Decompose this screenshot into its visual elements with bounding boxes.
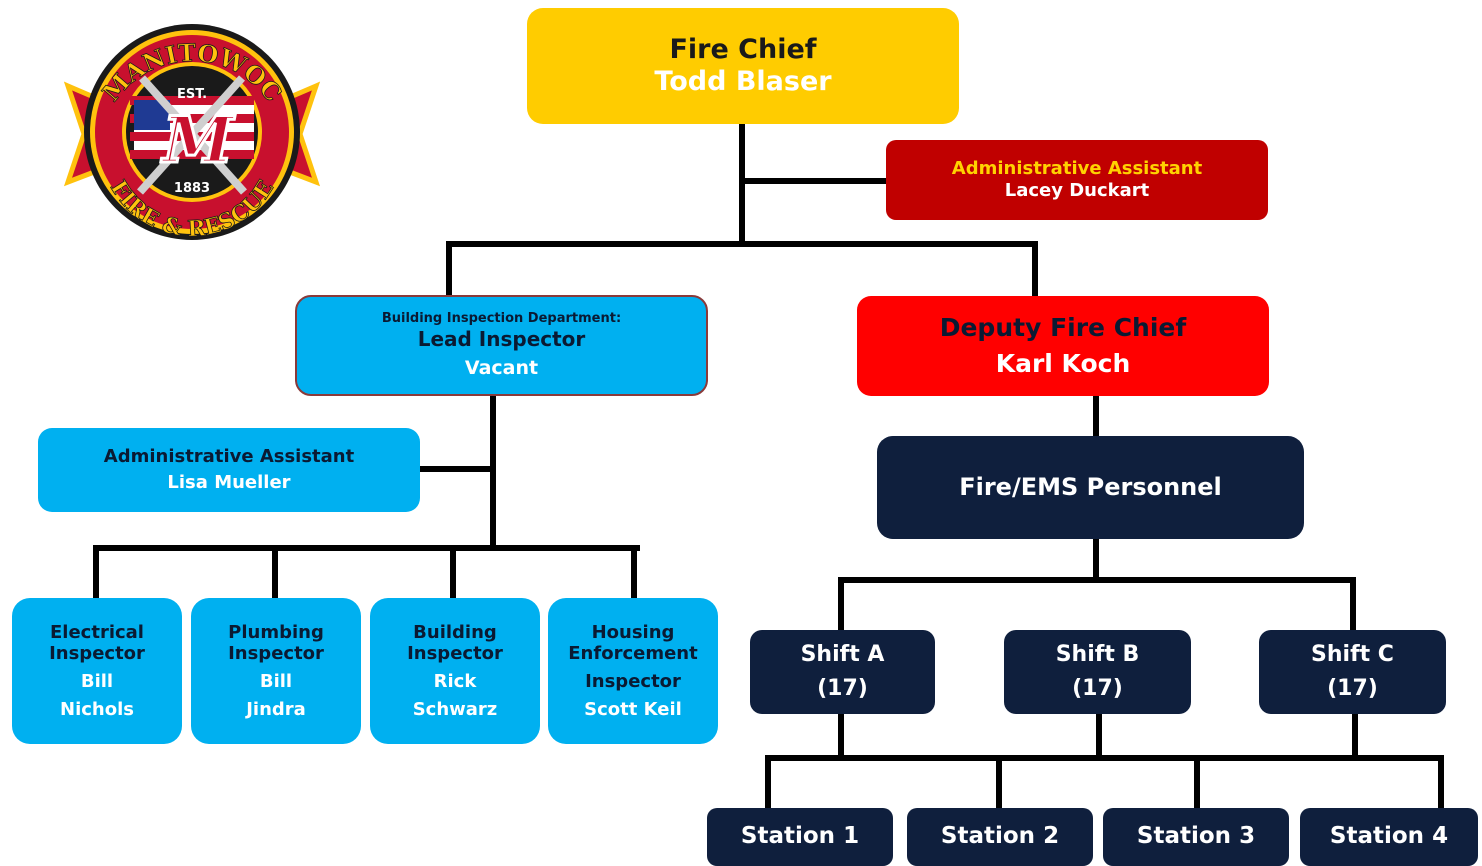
station-2-box: Station 2 xyxy=(907,808,1093,866)
connector xyxy=(739,124,745,244)
plumbing-inspector-box: Plumbing Inspector Bill Jindra xyxy=(191,598,361,744)
building-admin-name: Lisa Mueller xyxy=(167,472,291,493)
connector xyxy=(93,545,99,599)
chief-admin-assistant-box: Administrative Assistant Lacey Duckart xyxy=(886,140,1268,220)
fire-chief-title: Fire Chief xyxy=(669,33,817,65)
building-inspector-box: Building Inspector Rick Schwarz xyxy=(370,598,540,744)
connector xyxy=(446,241,452,296)
connector xyxy=(631,545,637,599)
connector xyxy=(420,466,494,472)
deputy-fire-chief-box: Deputy Fire Chief Karl Koch xyxy=(857,296,1269,396)
station-label: Station 3 xyxy=(1136,823,1256,850)
connector xyxy=(450,545,456,599)
inspector-title-line: Inspector xyxy=(585,671,681,692)
fire-chief-name: Todd Blaser xyxy=(654,66,832,97)
inspector-name-line: Bill xyxy=(80,671,114,692)
connector xyxy=(996,755,1002,809)
connector xyxy=(1352,714,1358,758)
connector xyxy=(838,577,844,631)
shift-a-box: Shift A (17) xyxy=(750,630,935,714)
deputy-name: Karl Koch xyxy=(995,349,1131,378)
shift-count: (17) xyxy=(1072,676,1123,701)
connector xyxy=(1350,577,1356,631)
shift-name: Shift B xyxy=(1055,641,1140,667)
station-3-box: Station 3 xyxy=(1103,808,1289,866)
inspector-name-line: Jindra xyxy=(246,698,306,720)
shift-c-box: Shift C (17) xyxy=(1259,630,1446,714)
electrical-inspector-box: Electrical Inspector Bill Nichols xyxy=(12,598,182,744)
personnel-title: Fire/EMS Personnel xyxy=(959,473,1222,502)
connector xyxy=(742,178,886,184)
lead-inspector-box: Building Inspection Department: Lead Ins… xyxy=(295,295,708,396)
connector xyxy=(765,755,1444,761)
inspector-name-line: Schwarz xyxy=(412,698,498,720)
shift-b-box: Shift B (17) xyxy=(1004,630,1191,714)
connector xyxy=(1093,396,1099,437)
inspector-name-line: Rick xyxy=(433,671,477,692)
inspector-title-line: Housing xyxy=(591,621,675,643)
station-label: Station 4 xyxy=(1329,823,1449,850)
building-admin-title: Administrative Assistant xyxy=(103,446,355,468)
inspector-title-line: Plumbing xyxy=(228,621,324,643)
station-label: Station 1 xyxy=(740,823,860,850)
connector xyxy=(1438,755,1444,809)
inspector-title-line: Enforcement xyxy=(568,643,698,665)
logo-year: 1883 xyxy=(174,181,210,196)
connector xyxy=(490,396,496,548)
inspector-title-line: Inspector xyxy=(228,643,324,665)
connector xyxy=(838,577,1356,583)
logo-est: EST. xyxy=(177,87,207,102)
fire-chief-box: Fire Chief Todd Blaser xyxy=(527,8,959,124)
lead-inspector-title: Lead Inspector xyxy=(417,326,586,351)
station-label: Station 2 xyxy=(940,823,1060,850)
station-4-box: Station 4 xyxy=(1300,808,1478,866)
building-dept-label: Building Inspection Department: xyxy=(381,311,622,327)
inspector-name-line: Nichols xyxy=(60,698,134,720)
fire-ems-personnel-box: Fire/EMS Personnel xyxy=(877,436,1304,539)
shift-count: (17) xyxy=(817,676,868,701)
connector xyxy=(1093,539,1099,581)
manitowoc-fire-rescue-logo: MANITOWOC FIRE & RESCUE EST. M 1883 xyxy=(63,24,321,242)
building-admin-assistant-box: Administrative Assistant Lisa Mueller xyxy=(38,428,420,512)
inspector-title-line: Building xyxy=(413,621,497,643)
connector xyxy=(765,755,771,809)
housing-enforcement-inspector-box: Housing Enforcement Inspector Scott Keil xyxy=(548,598,718,744)
shift-name: Shift A xyxy=(800,641,885,667)
shift-name: Shift C xyxy=(1311,641,1394,667)
inspector-name-line: Bill xyxy=(259,671,293,692)
chief-admin-name: Lacey Duckart xyxy=(1004,180,1150,201)
connector xyxy=(1194,755,1200,809)
connector xyxy=(446,241,1038,247)
connector xyxy=(1032,241,1038,297)
inspector-title-line: Electrical xyxy=(50,621,144,643)
inspector-title-line: Inspector xyxy=(407,643,503,665)
logo-letter: M xyxy=(161,103,236,178)
connector xyxy=(1096,714,1102,758)
station-1-box: Station 1 xyxy=(707,808,893,866)
shift-count: (17) xyxy=(1327,676,1378,701)
chief-admin-title: Administrative Assistant xyxy=(951,158,1203,180)
inspector-title-line: Inspector xyxy=(49,643,145,665)
inspector-name-line: Scott Keil xyxy=(584,698,682,720)
deputy-title: Deputy Fire Chief xyxy=(939,313,1187,342)
connector xyxy=(838,714,844,758)
connector xyxy=(93,545,640,551)
connector xyxy=(272,545,278,599)
lead-inspector-name: Vacant xyxy=(464,356,539,379)
